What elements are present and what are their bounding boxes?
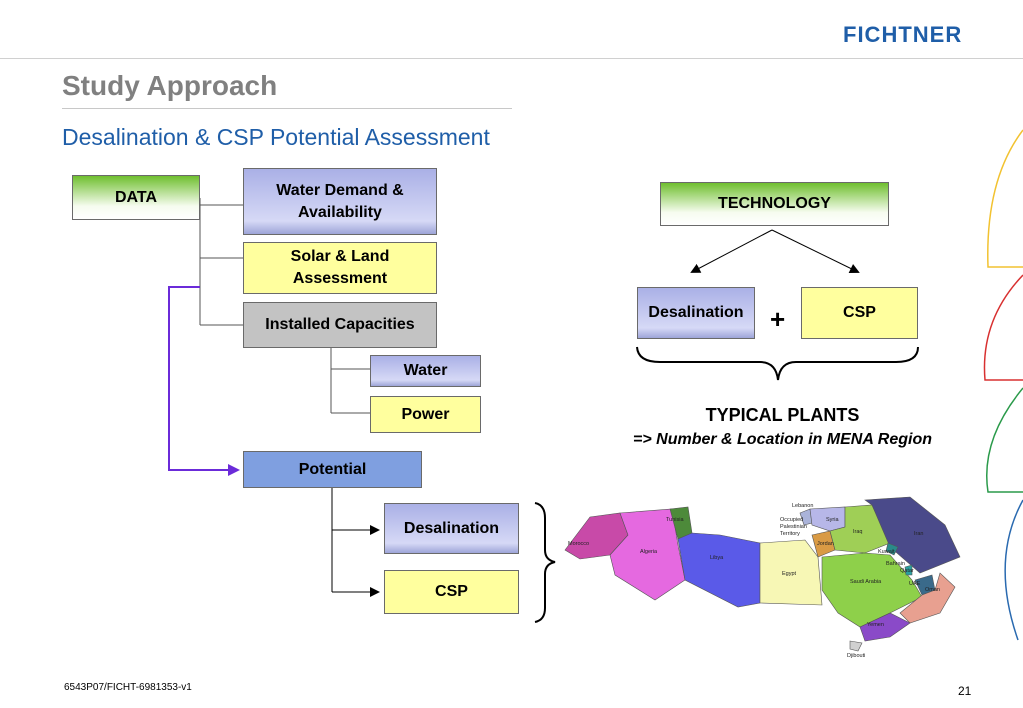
title-underline (62, 108, 512, 109)
power-box: Power (370, 396, 481, 433)
map-label-djibouti: Djibouti (847, 653, 865, 659)
map-label-yemen: Yemen (867, 622, 884, 628)
header-divider (0, 58, 1023, 59)
map-djibouti (849, 640, 863, 652)
document-id: 6543P07/FICHT-6981353-v1 (64, 682, 192, 693)
water-demand-box: Water Demand & Availability (243, 168, 437, 235)
map-iran (864, 496, 961, 574)
map-egypt (759, 539, 823, 606)
mena-map: Tunisia Morocco Algeria Libya Egypt Leba… (564, 496, 961, 659)
map-label-occupied: Occupied (780, 517, 803, 523)
typical-plants-title: TYPICAL PLANTS (705, 405, 860, 425)
map-saudi-arabia (821, 552, 923, 628)
desalination-tech-box: Desalination (637, 287, 755, 339)
page-title: Study Approach (62, 70, 278, 101)
potential-box: Potential (243, 451, 422, 488)
csp-tech-box: CSP (801, 287, 918, 339)
typical-plants-subtitle: => Number & Location in MENA Region (633, 431, 932, 448)
map-label-iraq: Iraq (853, 529, 862, 535)
map-label-iran: Iran (914, 531, 923, 537)
map-label-territory: Territory (780, 531, 800, 537)
map-label-morocco: Morocco (568, 541, 589, 547)
page-number: 21 (958, 684, 972, 698)
map-label-bahrain: Bahrain (886, 561, 905, 567)
page-subtitle: Desalination & CSP Potential Assessment (62, 124, 490, 150)
water-box: Water (370, 355, 481, 387)
desalination-result-box: Desalination (384, 503, 519, 554)
installed-capacities-box: Installed Capacities (243, 302, 437, 348)
map-label-kuwait: Kuwait (878, 549, 895, 555)
solar-land-box: Solar & Land Assessment (243, 242, 437, 294)
map-label-qatar: Qatar (900, 568, 914, 574)
data-box: DATA (72, 175, 200, 220)
map-label-palestinian: Palestinian (780, 524, 807, 530)
map-oman (899, 572, 956, 624)
plus-sign: + (770, 304, 786, 334)
map-yemen (859, 612, 911, 642)
map-label-oman: Oman (925, 587, 940, 593)
map-label-lebanon: Lebanon (792, 503, 813, 509)
map-label-algeria: Algeria (640, 549, 658, 555)
csp-result-box: CSP (384, 570, 519, 614)
map-kuwait (885, 542, 899, 556)
map-label-jordan: Jordan (817, 541, 834, 547)
technology-box: TECHNOLOGY (660, 182, 889, 226)
map-label-syria: Syria (826, 517, 839, 523)
fichtner-logo: FICHTNER (843, 22, 963, 47)
map-label-uae: UAE (909, 581, 921, 587)
map-label-egypt: Egypt (782, 571, 797, 577)
map-libya (677, 532, 761, 608)
map-label-saudi-arabia: Saudi Arabia (850, 579, 882, 585)
map-label-tunisia: Tunisia (666, 517, 684, 523)
map-label-libya: Libya (710, 555, 724, 561)
map-qatar (904, 564, 913, 576)
